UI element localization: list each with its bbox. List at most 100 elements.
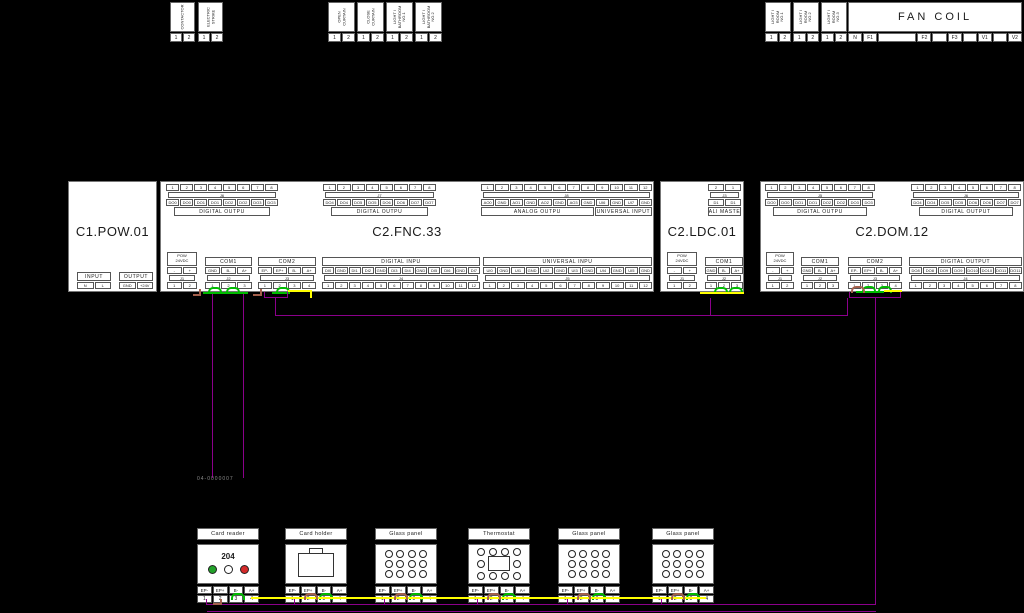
panel-button-dot	[489, 571, 497, 580]
terminal-cell: F3	[947, 33, 962, 42]
terminal-block-label-box: FAN COIL	[848, 2, 1022, 32]
group-caption: COM1	[801, 257, 839, 266]
wire-bus	[207, 604, 876, 605]
panel-button-dot	[684, 550, 693, 558]
terminal-cell: B-	[814, 267, 826, 274]
panel-button-dot	[513, 548, 521, 557]
terminal-cell: EP-	[197, 586, 212, 594]
terminal-cell: GND	[495, 199, 509, 206]
terminal-cell: 4	[208, 184, 222, 191]
terminal-cell: DO10	[966, 267, 980, 274]
device-body: 204	[197, 544, 259, 584]
terminal-cell: DO4	[323, 199, 337, 206]
terminal-cell: GND	[525, 267, 539, 274]
terminal-cell: DO4	[337, 199, 351, 206]
terminal-cell: 1	[483, 282, 497, 289]
terminal-cell: 12	[467, 282, 480, 289]
connector-tag: J6	[913, 192, 1019, 198]
led-green	[207, 565, 217, 574]
terminal-cell: EP-	[558, 586, 573, 594]
terminal-cell: DO1	[806, 199, 820, 206]
group-caption: POW 24VDC	[766, 252, 794, 266]
terminal-cell: +	[780, 267, 794, 274]
terminal-cell: UI7	[624, 199, 638, 206]
device-label: Glass panel	[558, 528, 620, 540]
connector-tag-row: J1	[669, 275, 695, 281]
group-caption-row: DIGITAL OUTPU	[331, 207, 428, 216]
terminal-cell: DO2	[834, 199, 848, 206]
terminal-cell: 1	[911, 184, 924, 191]
terminal-cell: DO2	[820, 199, 834, 206]
terminal-block-label-box: OPEN CURTAIN	[328, 2, 355, 32]
wire-bus	[710, 298, 711, 316]
terminal-cell: 1	[328, 33, 341, 42]
terminal-cell: A+	[731, 267, 743, 274]
connector-tag-row: J2	[207, 275, 250, 281]
terminal-cell: UI5	[624, 267, 638, 274]
terminal-cell: 2	[495, 184, 509, 191]
device-body	[652, 544, 714, 584]
thermostat-face	[475, 548, 523, 580]
panel-button-dot	[407, 550, 416, 558]
terminal-cell: DI5	[428, 267, 441, 274]
device-label: Thermostat	[468, 528, 530, 540]
card-slot	[298, 553, 334, 577]
terminal-cell: 2	[778, 33, 791, 42]
terminal-cell: DO7	[408, 199, 422, 206]
panel-button-dot	[407, 560, 416, 568]
panel-button-dot	[661, 570, 670, 578]
terminal-cell: DO8	[909, 267, 923, 274]
device-body	[375, 544, 437, 584]
panel-button-dot	[384, 570, 393, 578]
group-caption: UNIVERSAL INPUT	[594, 207, 652, 216]
terminal-cell: GND	[497, 267, 511, 274]
terminal-cell: 4	[365, 184, 379, 191]
terminal-cell: +	[182, 267, 197, 274]
terminal-cell: A+	[699, 586, 714, 594]
terminal-row: -+	[766, 267, 794, 274]
terminal-cell: EP-	[285, 586, 300, 594]
terminal-cell: 1	[801, 282, 813, 289]
connector-tag-row: J3	[260, 275, 314, 281]
terminal-cell	[932, 33, 947, 42]
button-grid	[566, 549, 612, 579]
wire-green	[856, 291, 884, 293]
terminal-block-label-box: LIGHT I BATHROOM NO.1	[386, 2, 413, 32]
wire-brown	[199, 289, 201, 296]
terminal-cell: 3	[194, 184, 208, 191]
terminal-cell: DO9	[951, 267, 965, 274]
group-caption: COM2	[848, 257, 902, 266]
terminal-cell: 3	[938, 184, 952, 191]
terminal-cell: DO4	[911, 199, 924, 206]
terminal-cell: 7	[408, 184, 422, 191]
terminal-cell: 2	[211, 33, 223, 42]
terminal-cell: DO1	[194, 199, 208, 206]
terminal-cell: 5	[966, 184, 980, 191]
terminal-cell: 5	[538, 184, 552, 191]
terminal-cell: 2	[337, 184, 351, 191]
terminal-cell: V1	[977, 33, 992, 42]
terminal-cell: 1	[652, 595, 667, 603]
terminal-cell: 3	[792, 184, 806, 191]
terminal-cell: GND	[414, 267, 427, 274]
terminal-cell: 7	[994, 282, 1008, 289]
wire-bus	[294, 599, 295, 605]
terminal-cell: GND	[638, 267, 653, 274]
terminal-block-label: CONTACTOR	[179, 4, 185, 30]
terminal-cell: 6	[980, 282, 994, 289]
